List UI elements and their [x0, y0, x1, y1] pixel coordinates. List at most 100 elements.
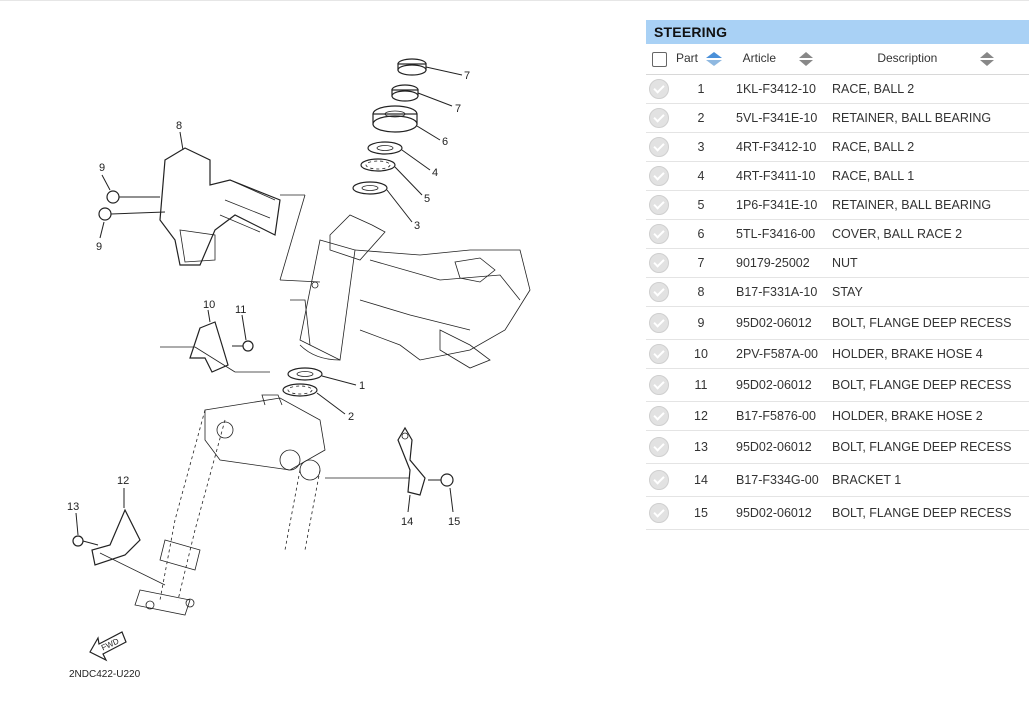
bolt-9-upper[interactable] [106, 190, 160, 204]
race-ball-2-lower[interactable] [287, 367, 323, 381]
row-check-icon[interactable] [649, 503, 669, 523]
article-number[interactable]: 5TL-F3416-00 [730, 219, 826, 249]
race-ball-2-upper[interactable] [352, 181, 388, 195]
race-ball-1[interactable] [367, 141, 403, 155]
select-all-checkbox[interactable] [651, 51, 667, 67]
row-select-cell [646, 430, 672, 464]
svg-text:11: 11 [235, 304, 246, 316]
part-number: 10 [672, 339, 730, 369]
row-select-cell [646, 248, 672, 278]
sort-icon[interactable] [705, 50, 723, 68]
row-check-icon[interactable] [649, 195, 669, 215]
bolt-15[interactable] [428, 473, 454, 487]
article-number[interactable]: B17-F334G-00 [730, 463, 826, 497]
article-number[interactable]: 2PV-F587A-00 [730, 339, 826, 369]
retainer-ball-bearing-upper[interactable] [360, 158, 396, 172]
article-number[interactable]: 90179-25002 [730, 248, 826, 278]
article-number[interactable]: 1KL-F3412-10 [730, 74, 826, 104]
bolt-9-lower[interactable] [98, 207, 166, 221]
part-description: BRACKET 1 [826, 463, 1029, 497]
part-number: 11 [672, 368, 730, 402]
bracket-1[interactable] [397, 426, 426, 496]
parts-table: Part Article Description [646, 44, 1029, 530]
bolt-13[interactable] [72, 535, 99, 547]
row-select-cell [646, 496, 672, 530]
bolt-11[interactable] [232, 340, 254, 352]
article-number[interactable]: 95D02-06012 [730, 430, 826, 464]
article-number[interactable]: 4RT-F3411-10 [730, 161, 826, 191]
row-check-icon[interactable] [649, 108, 669, 128]
sort-icon[interactable] [945, 50, 995, 68]
holder-brake-hose-2[interactable] [91, 508, 141, 566]
article-number[interactable]: 95D02-06012 [730, 368, 826, 402]
col-part-label: Part [676, 51, 699, 66]
nut-top[interactable] [397, 58, 427, 76]
part-number: 2 [672, 103, 730, 133]
svg-text:13: 13 [67, 501, 79, 513]
article-number[interactable]: 1P6-F341E-10 [730, 190, 826, 220]
retainer-ball-bearing-lower[interactable] [282, 383, 318, 397]
col-article[interactable]: Article [730, 44, 826, 75]
sort-icon[interactable] [783, 50, 814, 68]
cover-ball-race[interactable] [372, 105, 418, 133]
row-check-icon[interactable] [649, 166, 669, 186]
row-check-icon[interactable] [649, 253, 669, 273]
row-check-icon[interactable] [649, 470, 669, 490]
row-check-icon[interactable] [649, 282, 669, 302]
col-description[interactable]: Description [826, 44, 1029, 75]
article-number[interactable]: 95D02-06012 [730, 496, 826, 530]
svg-text:14: 14 [401, 516, 413, 528]
row-select-cell [646, 368, 672, 402]
row-check-icon[interactable] [649, 137, 669, 157]
part-description: BOLT, FLANGE DEEP RECESS [826, 496, 1029, 530]
svg-text:4: 4 [432, 167, 438, 179]
svg-text:15: 15 [448, 516, 460, 528]
row-check-icon[interactable] [649, 437, 669, 457]
row-check-icon[interactable] [649, 79, 669, 99]
svg-text:1: 1 [359, 380, 365, 392]
row-select-cell [646, 463, 672, 497]
article-number[interactable]: 4RT-F3412-10 [730, 132, 826, 162]
nut-lower[interactable] [391, 84, 419, 102]
part-number: 5 [672, 190, 730, 220]
svg-text:6: 6 [442, 136, 448, 148]
top-border [0, 0, 1029, 1]
row-select-cell [646, 339, 672, 369]
svg-text:8: 8 [176, 120, 182, 132]
row-select-cell [646, 306, 672, 340]
row-check-icon[interactable] [649, 224, 669, 244]
col-part[interactable]: Part [672, 44, 730, 75]
svg-text:3: 3 [414, 220, 420, 232]
article-number[interactable]: B17-F331A-10 [730, 277, 826, 307]
stay[interactable] [159, 147, 281, 266]
row-check-icon[interactable] [649, 406, 669, 426]
holder-brake-hose-4[interactable] [189, 321, 229, 373]
row-check-icon[interactable] [649, 344, 669, 364]
article-number[interactable]: B17-F5876-00 [730, 401, 826, 431]
part-number: 3 [672, 132, 730, 162]
part-description: BOLT, FLANGE DEEP RECESS [826, 306, 1029, 340]
article-number[interactable]: 5VL-F341E-10 [730, 103, 826, 133]
article-number[interactable]: 95D02-06012 [730, 306, 826, 340]
row-check-icon[interactable] [649, 375, 669, 395]
parts-panel: STEERING Part Article [646, 20, 1029, 530]
part-number: 9 [672, 306, 730, 340]
row-select-cell [646, 401, 672, 431]
part-description: STAY [826, 277, 1029, 307]
row-check-icon[interactable] [649, 313, 669, 333]
